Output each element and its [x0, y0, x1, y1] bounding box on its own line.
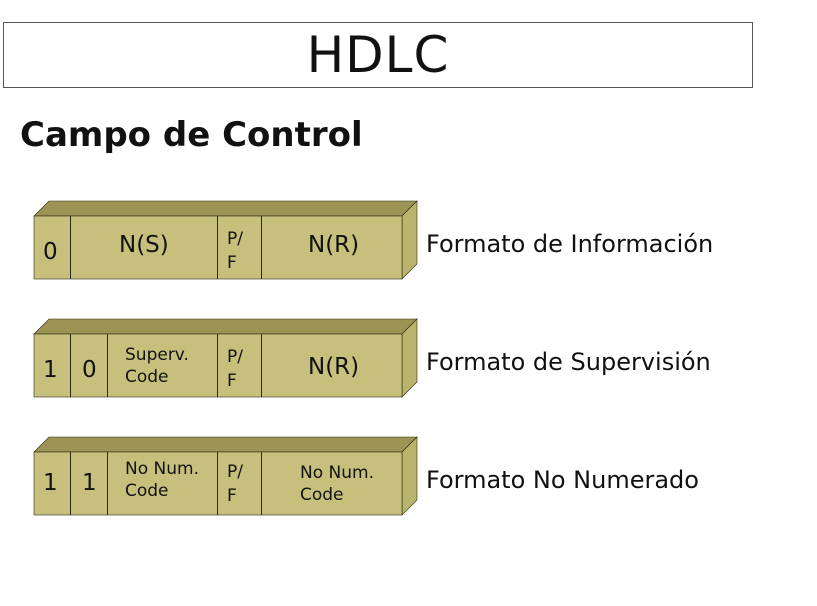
superv-code-field: Superv. Code: [125, 345, 189, 387]
frame-3d-shape: [33, 436, 418, 516]
bit-1: 1: [43, 357, 58, 383]
frame-3d-shape: [33, 318, 418, 398]
nr-field: N(R): [308, 354, 360, 380]
nr-field: N(R): [308, 232, 360, 258]
superv-code-cell: Superv. Code: [108, 334, 218, 397]
no-num-code-field: No Num. Code: [125, 459, 199, 501]
frame-no-numerado: 1 1 No Num. Code P/ F No Num. Code: [32, 435, 418, 517]
format-label-no-numerado: Formato No Numerado: [426, 466, 699, 494]
no-num-code-field-2: No Num. Code: [300, 463, 374, 505]
frame-supervision: 1 0 Superv. Code P/ F N(R): [32, 317, 418, 399]
format-label-supervision: Formato de Supervisión: [426, 348, 711, 376]
frame-3d-shape: [33, 200, 418, 280]
ns-cell: N(S): [71, 216, 218, 279]
no-num-code-cell-2: No Num. Code: [262, 452, 402, 515]
frame-informacion: 0 N(S) P/ F N(R): [32, 199, 418, 281]
pf-field: P/ F: [227, 229, 243, 273]
bit-cell-1: 1: [34, 334, 71, 397]
pf-cell: P/ F: [218, 452, 262, 515]
format-label-informacion: Formato de Información: [426, 230, 714, 258]
nr-cell: N(R): [262, 334, 402, 397]
bit-1: 0: [43, 239, 58, 265]
title-box: HDLC: [3, 22, 753, 88]
nr-cell: N(R): [262, 216, 402, 279]
pf-field: P/ F: [227, 462, 243, 506]
bit-cell-1: 0: [34, 216, 71, 279]
page-title: HDLC: [306, 26, 450, 84]
ns-field: N(S): [119, 232, 169, 258]
bit-2: 1: [82, 470, 97, 496]
bit-cell-2: 1: [71, 452, 108, 515]
bit-1: 1: [43, 470, 58, 496]
section-subtitle: Campo de Control: [20, 115, 363, 155]
pf-cell: P/ F: [218, 334, 262, 397]
pf-cell: P/ F: [218, 216, 262, 279]
bit-2: 0: [82, 357, 97, 383]
pf-field: P/ F: [227, 347, 243, 391]
no-num-code-cell: No Num. Code: [108, 452, 218, 515]
bit-cell-1: 1: [34, 452, 71, 515]
bit-cell-2: 0: [71, 334, 108, 397]
